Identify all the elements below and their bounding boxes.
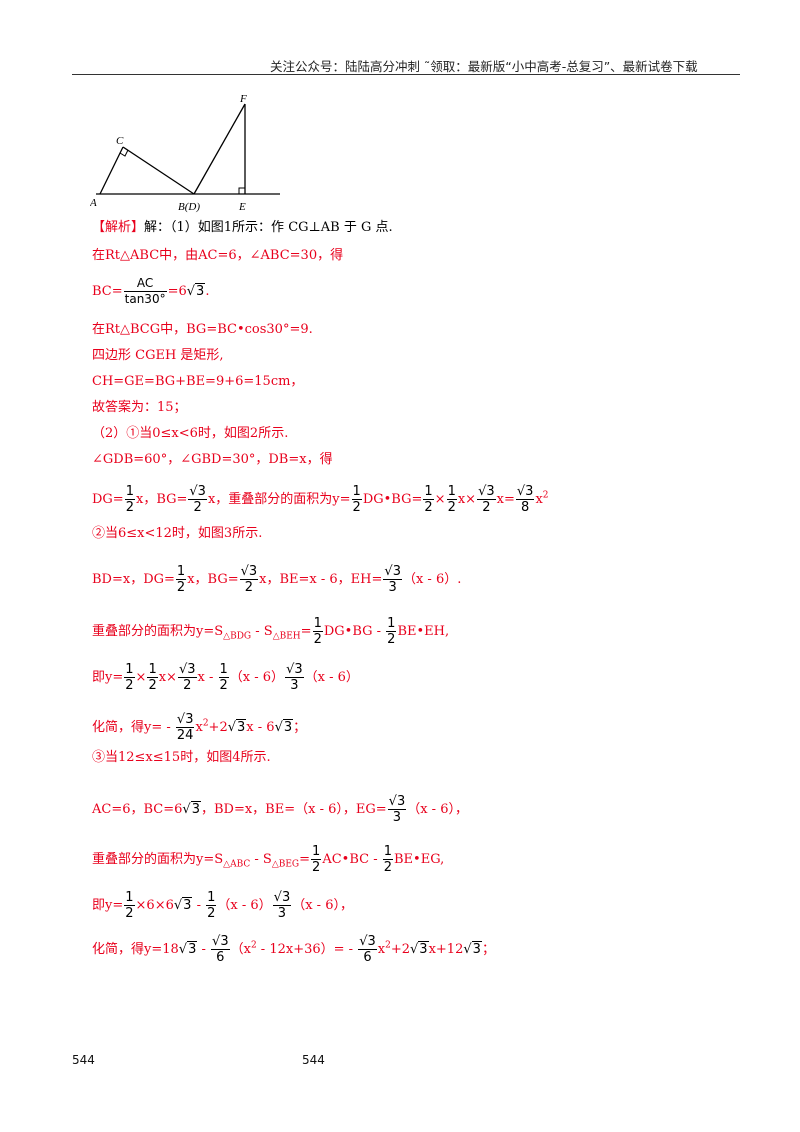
sqrt: √3 xyxy=(178,941,198,957)
analysis-tag: 【解析】 xyxy=(92,220,145,235)
sqrt: √3 xyxy=(182,801,201,817)
sqrt: √3 xyxy=(186,283,206,299)
line-5: 四边形 CGEH 是矩形, xyxy=(92,348,224,363)
line-4: 在Rt△BCG中，BG=BC•cos30°=9. xyxy=(92,322,313,337)
line-11: ②当6≤x<12时，如图3所示. xyxy=(92,526,263,541)
label-a: A xyxy=(90,197,97,209)
sqrt: √3 xyxy=(463,941,482,957)
page-number-center: 544 xyxy=(302,1053,325,1067)
line-16: ③当12≤x≤15时，如图4所示. xyxy=(92,750,271,765)
segment-bf xyxy=(193,103,246,195)
header-divider xyxy=(72,74,740,75)
right-angle-c xyxy=(119,149,129,157)
segment-ac xyxy=(99,146,124,195)
sqrt: √3 xyxy=(410,941,429,957)
line-8: （2）①当0≤x<6时，如图2所示. xyxy=(92,426,289,441)
line-2: 在Rt△ABC中，由AC=6，∠ABC=30，得 xyxy=(92,248,344,263)
line-9: ∠GDB=60°，∠GBD=30°，DB=x，得 xyxy=(92,452,333,467)
page-header: 关注公众号：陆陆高分冲刺 ˜领取：最新版“小中高考-总复习”、最新试卷下载 xyxy=(270,59,698,74)
line-1: 【解析】解：（1）如图1所示：作 CG⊥AB 于 G 点. xyxy=(92,220,393,235)
sqrt: √3 xyxy=(227,719,247,735)
sqrt: √3 xyxy=(173,897,193,913)
label-e: E xyxy=(238,201,246,213)
page-number-left: 544 xyxy=(72,1053,95,1067)
label-bd: B(D) xyxy=(178,201,200,213)
line-6: CH=GE=BG+BE=9+6=15cm， xyxy=(92,374,304,389)
label-f: F xyxy=(239,93,247,105)
line-7: 故答案为：15； xyxy=(92,400,187,415)
right-angle-e xyxy=(238,187,245,194)
segment-cb xyxy=(122,146,195,195)
sqrt: √3 xyxy=(274,719,294,735)
label-c: C xyxy=(116,135,124,147)
geometry-figure: A C B(D) E F xyxy=(90,93,280,213)
